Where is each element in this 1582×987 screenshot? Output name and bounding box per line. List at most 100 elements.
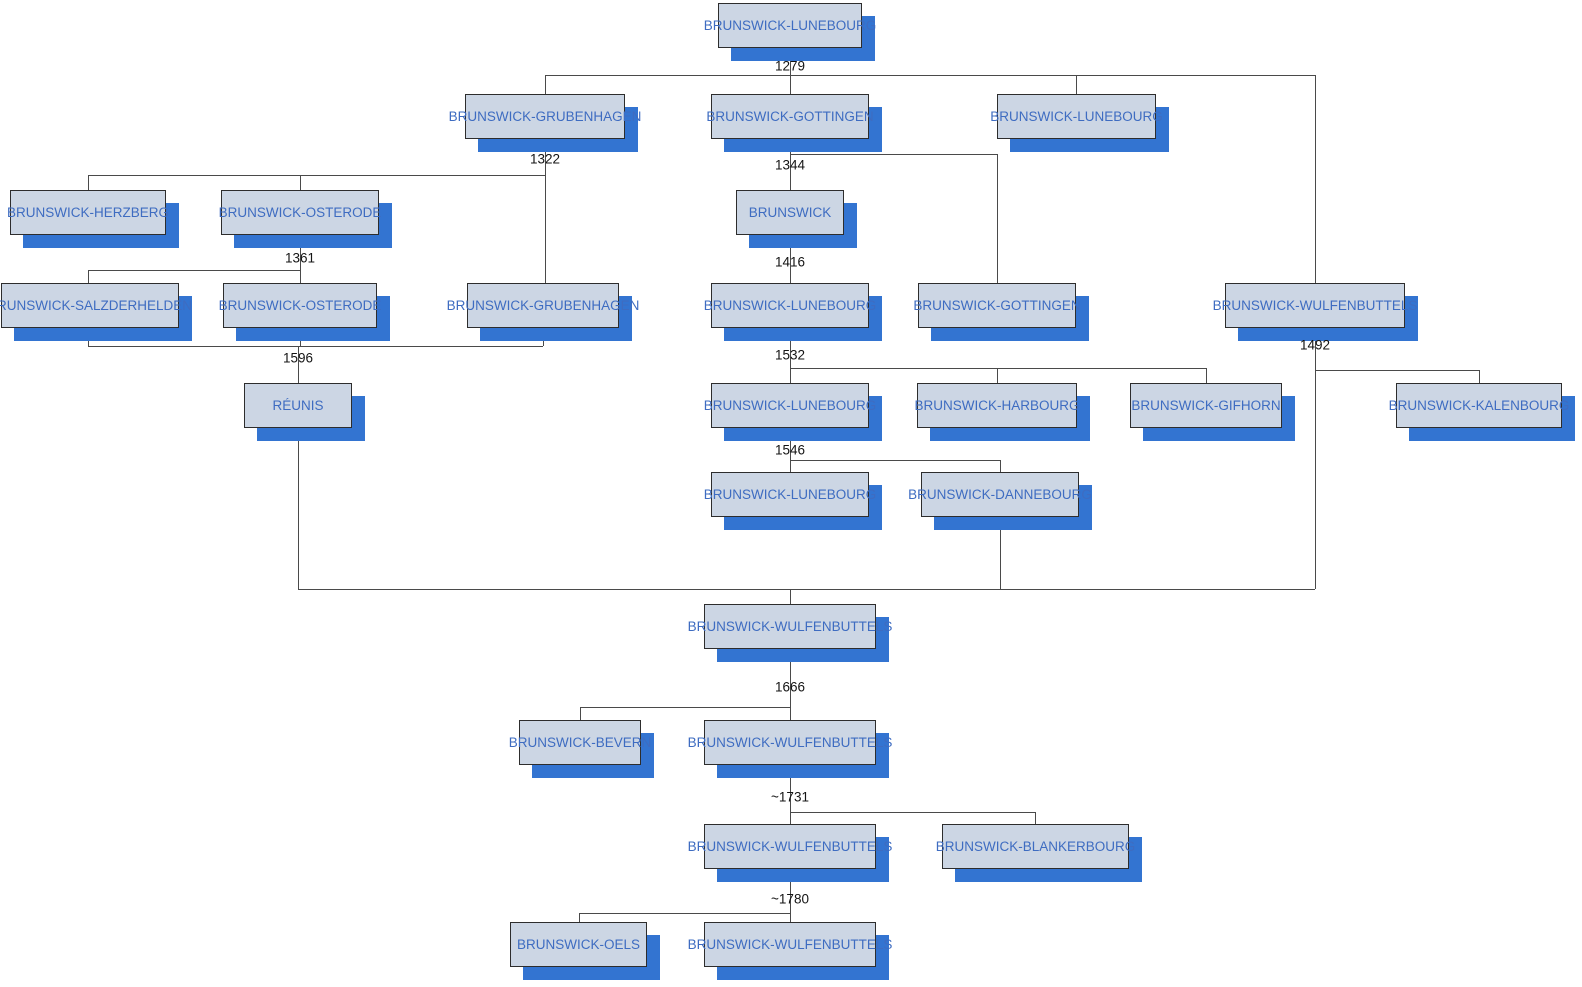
node-label: BRUNSWICK-WULFENBUTTELS [687,735,893,750]
connector-line [579,913,790,914]
date-label-1492: 1492 [1299,337,1331,353]
connector-line [298,589,1315,590]
node-brunswick-wulfenbuttels-gen4[interactable]: BRUNSWICK-WULFENBUTTELS [1213,283,1417,328]
node-brunswick-blankerbourg[interactable]: BRUNSWICK-BLANKERBOURG [936,824,1135,869]
node-brunswick-harbourg[interactable]: BRUNSWICK-HARBOURG [915,383,1080,428]
connector-line [1315,327,1316,589]
node-brunswick-lunebourg-gen2[interactable]: BRUNSWICK-LUNEBOURG [990,94,1163,139]
date-label-1344: 1344 [774,157,806,173]
connector-line [790,327,791,383]
node-brunswick-wulfenbuttels-gen9[interactable]: BRUNSWICK-WULFENBUTTELS [688,824,892,869]
connector-line [790,75,791,94]
node-brunswick-dannebourg[interactable]: BRUNSWICK-DANNEBOURG [908,472,1092,517]
node-label: BRUNSWICK-HERZBERG [7,205,170,220]
node-brunswick-salzderhelden[interactable]: BRUNSWICK-SALZDERHELDEN [0,283,192,328]
connector-line [580,707,581,720]
connector-line [997,368,998,383]
node-label: BRUNSWICK-BEVERN [508,735,652,750]
node-label: BRUNSWICK-WULFENBUTTELS [687,937,893,952]
connector-line [298,346,299,383]
connector-line [1076,75,1077,94]
connector-line [545,75,546,94]
connector-line [790,234,791,283]
node-label: BRUNSWICK-LUNEBOURG [703,298,877,313]
connector-line [790,812,1035,813]
node-label: BRUNSWICK-BLANKERBOURG [935,839,1136,854]
connector-line [298,427,299,589]
node-brunswick-wulfenbuttels-gen8[interactable]: BRUNSWICK-WULFENBUTTELS [688,720,892,765]
node-label: BRUNSWICK-OELS [516,937,641,952]
connector-line [790,138,791,190]
date-label-1596: 1596 [282,350,314,366]
connector-line [580,707,790,708]
connector-line [300,175,301,190]
date-label-1546: 1546 [774,442,806,458]
node-label: BRUNSWICK-LUNEBOURG [703,487,877,502]
node-brunswick-gottingen-gen2[interactable]: BRUNSWICK-GOTTINGEN [706,94,874,139]
node-brunswick-herzberg[interactable]: BRUNSWICK-HERZBERG [7,190,170,235]
node-brunswick-oels[interactable]: BRUNSWICK-OELS [510,922,647,967]
connector-line [88,270,89,283]
connector-line [1315,370,1479,371]
date-label-1731: ~1731 [771,789,809,805]
connector-line [88,175,545,176]
connector-line [790,368,1206,369]
connector-line [579,913,580,922]
node-label: BRUNSWICK-SALZDERHELDEN [0,298,193,313]
node-brunswick-osterode-gen3[interactable]: BRUNSWICK-OSTERODE [218,190,382,235]
node-brunswick-lunebourg-gen4[interactable]: BRUNSWICK-LUNEBOURG [704,283,876,328]
node-brunswick-grubenhagen-gen2[interactable]: BRUNSWICK-GRUBENHAGEN [449,94,641,139]
node-label: BRUNSWICK-LUNEBOURG [703,18,877,33]
connector-line [1035,812,1036,824]
connector-line [88,175,89,190]
node-brunswick-gifhorn[interactable]: BRUNSWICK-GIFHORN [1130,383,1282,428]
connector-line [88,327,89,346]
connector-line [88,346,543,347]
date-label-1666: 1666 [774,679,806,695]
node-label: BRUNSWICK-DANNEBOURG [908,487,1092,502]
node-label: BRUNSWICK-GOTTINGEN [913,298,1081,313]
node-label: BRUNSWICK [748,205,832,220]
node-brunswick-lunebourg-gen5[interactable]: BRUNSWICK-LUNEBOURG [704,383,876,428]
date-label-1780: ~1780 [771,891,809,907]
node-label: BRUNSWICK-GRUBENHAGEN [446,298,640,313]
node-label: BRUNSWICK-OSTERODE [218,205,382,220]
node-brunswick-grubenhagen-gen4[interactable]: BRUNSWICK-GRUBENHAGEN [447,283,639,328]
connector-line [1000,460,1001,472]
connector-line [300,327,301,346]
connector-line [790,154,997,155]
connector-line [1315,75,1316,283]
connector-line [790,47,791,75]
connector-line [543,327,544,346]
node-brunswick-wulfenbuttels-gen7[interactable]: BRUNSWICK-WULFENBUTTELS [688,604,892,649]
connector-line [1000,516,1001,589]
node-reunis[interactable]: RÉUNIS [244,383,352,428]
date-label-1361: 1361 [284,250,316,266]
connector-line [1479,370,1480,383]
node-brunswick-osterode-gen4[interactable]: BRUNSWICK-OSTERODE [219,283,381,328]
node-label: BRUNSWICK-GOTTINGEN [706,109,874,124]
connector-line [88,270,300,271]
node-brunswick-kalenbourg[interactable]: BRUNSWICK-KALENBOURG [1389,383,1569,428]
node-brunswick-gottingen-gen4[interactable]: BRUNSWICK-GOTTINGEN [913,283,1081,328]
node-label: BRUNSWICK-WULFENBUTTELS [1212,298,1418,313]
node-brunswick-bevern[interactable]: BRUNSWICK-BEVERN [509,720,651,765]
connector-line [790,589,791,604]
node-brunswick-lunebourg-gen6[interactable]: BRUNSWICK-LUNEBOURG [704,472,876,517]
node-label: BRUNSWICK-KALENBOURG [1388,398,1570,413]
connector-line [1206,368,1207,383]
node-brunswick[interactable]: BRUNSWICK [736,190,844,235]
connector-line [790,868,791,922]
node-label: BRUNSWICK-LUNEBOURG [990,109,1163,124]
connector-line [545,75,1315,76]
connector-line [790,648,791,720]
node-brunswick-lunebourg-gen1[interactable]: BRUNSWICK-LUNEBOURG [704,3,876,48]
node-brunswick-wulfenbuttels-gen10[interactable]: BRUNSWICK-WULFENBUTTELS [688,922,892,967]
date-label-1279: 1279 [774,58,806,74]
connector-line [300,234,301,283]
node-label: BRUNSWICK-WULFENBUTTELS [687,839,893,854]
node-label: BRUNSWICK-OSTERODE [218,298,382,313]
node-label: RÉUNIS [272,398,324,413]
node-label: BRUNSWICK-LUNEBOURG [703,398,877,413]
